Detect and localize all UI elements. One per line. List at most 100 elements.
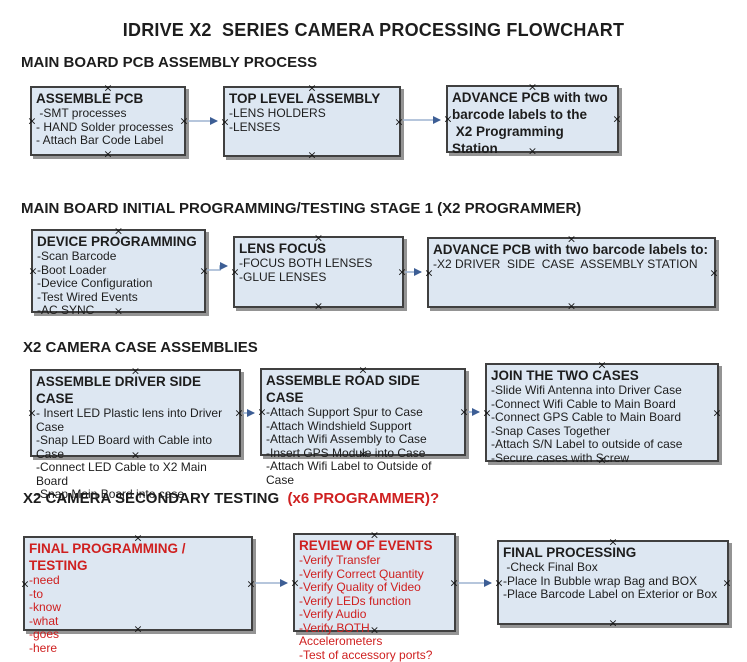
connection-point-right-icon[interactable]: × (234, 406, 244, 420)
connection-point-top-icon[interactable]: × (608, 535, 618, 549)
box-line: -Verify Transfer (299, 553, 381, 567)
connection-point-top-icon[interactable]: × (130, 364, 141, 378)
flow-box-lens-focus[interactable]: LENS FOCUS -FOCUS BOTH LENSES-GLUE LENSE… (230, 231, 407, 312)
connection-point-left-icon[interactable]: × (220, 115, 230, 128)
box-title: DEVICE PROGRAMMING (37, 234, 197, 249)
connection-point-right-icon[interactable]: × (709, 266, 719, 279)
connection-point-bottom-icon[interactable]: × (597, 453, 607, 467)
connection-point-bottom-icon[interactable]: × (133, 622, 143, 636)
box-line: -Attach Windshield Support (266, 418, 412, 433)
connection-point-top-icon[interactable]: × (133, 531, 143, 545)
box-line: -Boot Loader (37, 262, 107, 277)
connection-point-right-icon[interactable]: × (246, 577, 256, 590)
connector-device-programming-to-lens-focus[interactable] (207, 262, 228, 271)
connection-point-right-icon[interactable]: × (394, 115, 404, 128)
flow-box-join-the-two-cases[interactable]: JOIN THE TWO CASES -Slide Wifi Antenna i… (482, 358, 722, 466)
connection-point-right-icon[interactable]: × (712, 406, 722, 419)
box-lines: -Check Final Box-Place In Bubble wrap Ba… (503, 560, 723, 602)
connection-point-top-icon[interactable]: × (527, 80, 538, 94)
flow-box-review-of-events[interactable]: REVIEW OF EVENTS -Verify Transfer-Verify… (290, 528, 459, 662)
connection-point-bottom-icon[interactable]: × (307, 148, 317, 162)
connection-point-top-icon[interactable]: × (597, 358, 607, 372)
box-lines: -FOCUS BOTH LENSES-GLUE LENSES (239, 256, 398, 284)
connection-point-left-icon[interactable]: × (482, 406, 492, 419)
box-line: - HAND Solder processes (36, 119, 174, 134)
box-lines: -Slide Wifi Antenna into Driver Case -Con… (491, 383, 713, 465)
connection-point-right-icon[interactable]: × (459, 405, 469, 419)
box-line: -know (29, 600, 62, 614)
connection-point-left-icon[interactable]: × (28, 264, 38, 278)
connection-point-bottom-icon[interactable]: × (103, 147, 113, 161)
flow-box-top-level-assembly[interactable]: TOP LEVEL ASSEMBLY -LENS HOLDERS-LENSES … (220, 81, 404, 161)
box-title: LENS FOCUS (239, 241, 327, 256)
box-line: -Attach S/N Label to outside of case (491, 437, 683, 451)
box-line: -GLUE LENSES (239, 269, 327, 284)
connection-point-top-icon[interactable]: × (103, 81, 113, 95)
connection-point-left-icon[interactable]: × (443, 112, 453, 126)
flow-box-assemble-driver-side-case[interactable]: ASSEMBLE DRIVER SIDE CASE - Insert LED P… (27, 364, 244, 501)
connection-point-top-icon[interactable]: × (113, 224, 124, 238)
box-line: -Slide Wifi Antenna into Driver Case (491, 383, 682, 397)
box-line: -Snap LED Board with Cable into Case (36, 433, 216, 461)
connection-point-top-icon[interactable]: × (369, 528, 380, 542)
connection-point-bottom-icon[interactable]: × (130, 448, 141, 462)
connection-point-right-icon[interactable]: × (722, 576, 732, 589)
connection-point-left-icon[interactable]: × (20, 577, 30, 590)
heading-red-part: (x6 PROGRAMMER)? (283, 490, 440, 507)
box-title: ADVANCE PCB with two barcode labels to t… (452, 90, 608, 156)
page-title: IDRIVE X2 SERIES CAMERA PROCESSING FLOWC… (122, 20, 625, 40)
box-line: -Secure cases with Screw (491, 450, 630, 465)
connection-point-top-icon[interactable]: × (313, 231, 324, 245)
box-lines: -X2 DRIVER SIDE CASE ASSEMBLY STATION (433, 257, 710, 272)
box-title: ADVANCE PCB with two barcode labels to: (433, 242, 709, 257)
flow-box-assemble-pcb[interactable]: ASSEMBLE PCB -SMT processes- HAND Solder… (27, 81, 189, 160)
connection-point-left-icon[interactable]: × (290, 576, 300, 589)
connection-point-left-icon[interactable]: × (424, 266, 434, 279)
section-heading-secondary-testing: X2 CAMERA SECONDARY TESTING (x6 PROGRAMM… (23, 490, 439, 507)
connection-point-left-icon[interactable]: × (230, 265, 240, 279)
connection-point-left-icon[interactable]: × (494, 576, 504, 589)
connection-point-right-icon[interactable]: × (449, 576, 459, 589)
connection-point-right-icon[interactable]: × (199, 264, 209, 278)
section-heading-pcb-assembly: MAIN BOARD PCB ASSEMBLY PROCESS (21, 54, 318, 71)
connection-point-bottom-icon[interactable]: × (527, 144, 538, 158)
connection-point-top-icon[interactable]: × (307, 81, 317, 95)
box-line: -Connect GPS Cable to Main Board (491, 410, 682, 424)
connection-point-right-icon[interactable]: × (612, 112, 622, 126)
box-title: ASSEMBLE DRIVER SIDE CASE (36, 374, 205, 406)
flow-box-final-processing[interactable]: FINAL PROCESSING -Check Final Box-Place … (494, 535, 732, 629)
connection-point-bottom-icon[interactable]: × (313, 299, 324, 313)
box-line: - Insert LED Plastic lens into Driver Ca… (36, 406, 226, 434)
connection-point-bottom-icon[interactable]: × (113, 304, 124, 318)
flow-box-assemble-road-side-case[interactable]: ASSEMBLE ROAD SIDE CASE -Attach Support … (257, 363, 469, 487)
box-lines: -LENS HOLDERS-LENSES (229, 106, 395, 134)
section-heading-case-assemblies: X2 CAMERA CASE ASSEMBLIES (23, 339, 258, 356)
box-line: -goes (29, 627, 60, 641)
box-line: -here (29, 640, 58, 655)
box-title: JOIN THE TWO CASES (491, 368, 639, 383)
connection-point-right-icon[interactable]: × (397, 265, 407, 279)
connection-point-left-icon[interactable]: × (27, 114, 37, 128)
box-line: -Check Final Box (503, 560, 598, 574)
box-title: REVIEW OF EVENTS (299, 538, 433, 553)
flow-box-final-programming-testing[interactable]: FINAL PROGRAMMING / TESTING -need-to-kno… (20, 531, 256, 655)
box-line: -Place In Bubble wrap Bag and BOX (503, 573, 698, 588)
box-lines: -Attach Support Spur to Case-Attach Wind… (266, 405, 460, 487)
connection-point-bottom-icon[interactable]: × (566, 299, 577, 313)
connection-point-left-icon[interactable]: × (257, 405, 267, 419)
box-lines: - Insert LED Plastic lens into Driver Ca… (36, 406, 235, 502)
connection-point-left-icon[interactable]: × (27, 406, 37, 420)
connection-point-top-icon[interactable]: × (566, 232, 577, 246)
flow-box-advance-pcb-to-driver-side-station[interactable]: ADVANCE PCB with two barcode labels to: … (424, 232, 719, 312)
connection-point-top-icon[interactable]: × (358, 363, 368, 377)
box-line: -Snap Cases Together (491, 423, 611, 438)
connection-point-right-icon[interactable]: × (179, 114, 189, 128)
box-line: -what (29, 613, 59, 628)
connection-point-bottom-icon[interactable]: × (608, 616, 618, 630)
connection-point-bottom-icon[interactable]: × (358, 447, 368, 461)
flow-box-advance-pcb-to-programming-station[interactable]: ADVANCE PCB with two barcode labels to t… (443, 80, 622, 157)
box-line: -AC SYNC (37, 303, 95, 317)
flow-box-device-programming[interactable]: DEVICE PROGRAMMING -Scan Barcode-Boot Lo… (28, 224, 209, 317)
connection-point-bottom-icon[interactable]: × (369, 623, 380, 637)
